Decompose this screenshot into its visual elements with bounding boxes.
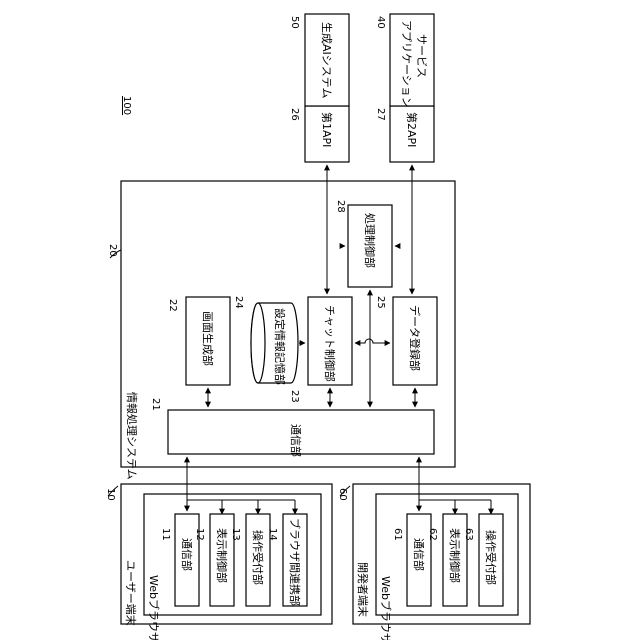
user-comm-ref: 11 (160, 528, 171, 541)
user-display-label: 表示制御部 (215, 528, 229, 583)
figure-number: 100 (121, 96, 132, 115)
screen-generator-label: 画面生成部 (201, 311, 215, 366)
user-comm-label: 通信部 (180, 538, 194, 571)
user-input-label: 操作受付部 (251, 530, 265, 585)
process-controller-ref: 28 (335, 200, 346, 213)
user-display-ref: 12 (194, 528, 205, 541)
dev-display-label: 表示制御部 (448, 528, 462, 583)
user-browser-label: Webブラウザ (147, 575, 161, 640)
dev-input-label: 操作受付部 (484, 530, 498, 585)
chat-controller-ref: 23 (289, 390, 300, 403)
settings-store-ref: 24 (233, 296, 244, 309)
system-ref: 20 (107, 244, 118, 257)
api2-label: 第2API (405, 112, 419, 147)
dev-browser-label: Webブラウザ (379, 576, 393, 640)
system-comm-ref: 21 (150, 398, 161, 411)
app-service-label-line2: サービス (415, 34, 428, 78)
user-terminal-ref: 10 (105, 488, 116, 501)
system-label: 情報処理システム (125, 392, 138, 480)
dev-comm-ref: 61 (392, 528, 403, 541)
system-comm-label: 通信部 (289, 424, 303, 457)
dev-comm-label: 通信部 (412, 538, 426, 571)
dev-terminal-label: 開発者端末 (356, 562, 370, 617)
user-terminal-label: ユーザー端末 (124, 560, 138, 626)
user-link-label: ブラウザ間連携部 (288, 518, 302, 606)
user-input-ref: 13 (230, 528, 241, 541)
dev-input-ref: 63 (463, 528, 474, 541)
settings-store-cylinder-face (251, 303, 265, 383)
process-controller-label: 処理制御部 (363, 213, 377, 268)
chat-controller-label: チャット制御部 (323, 305, 337, 382)
data-registration-label: データ登録部 (408, 305, 422, 371)
gen-ai-ref: 50 (289, 16, 300, 29)
api2-ref: 27 (375, 108, 386, 121)
screen-generator-ref: 22 (167, 299, 178, 312)
user-link-ref: 14 (267, 528, 278, 541)
dev-display-ref: 62 (427, 528, 438, 541)
settings-store-label: 設定情報記憶部 (273, 308, 287, 385)
dev-terminal-ref: 60 (337, 488, 348, 501)
app-service-ref: 40 (375, 16, 386, 29)
app-service-label-line1: アプリケーション (400, 20, 413, 108)
data-registration-ref: 25 (375, 296, 386, 309)
api1-label: 第1API (320, 112, 334, 147)
gen-ai-label: 生成AIシステム (320, 22, 334, 98)
api1-ref: 26 (289, 108, 300, 121)
